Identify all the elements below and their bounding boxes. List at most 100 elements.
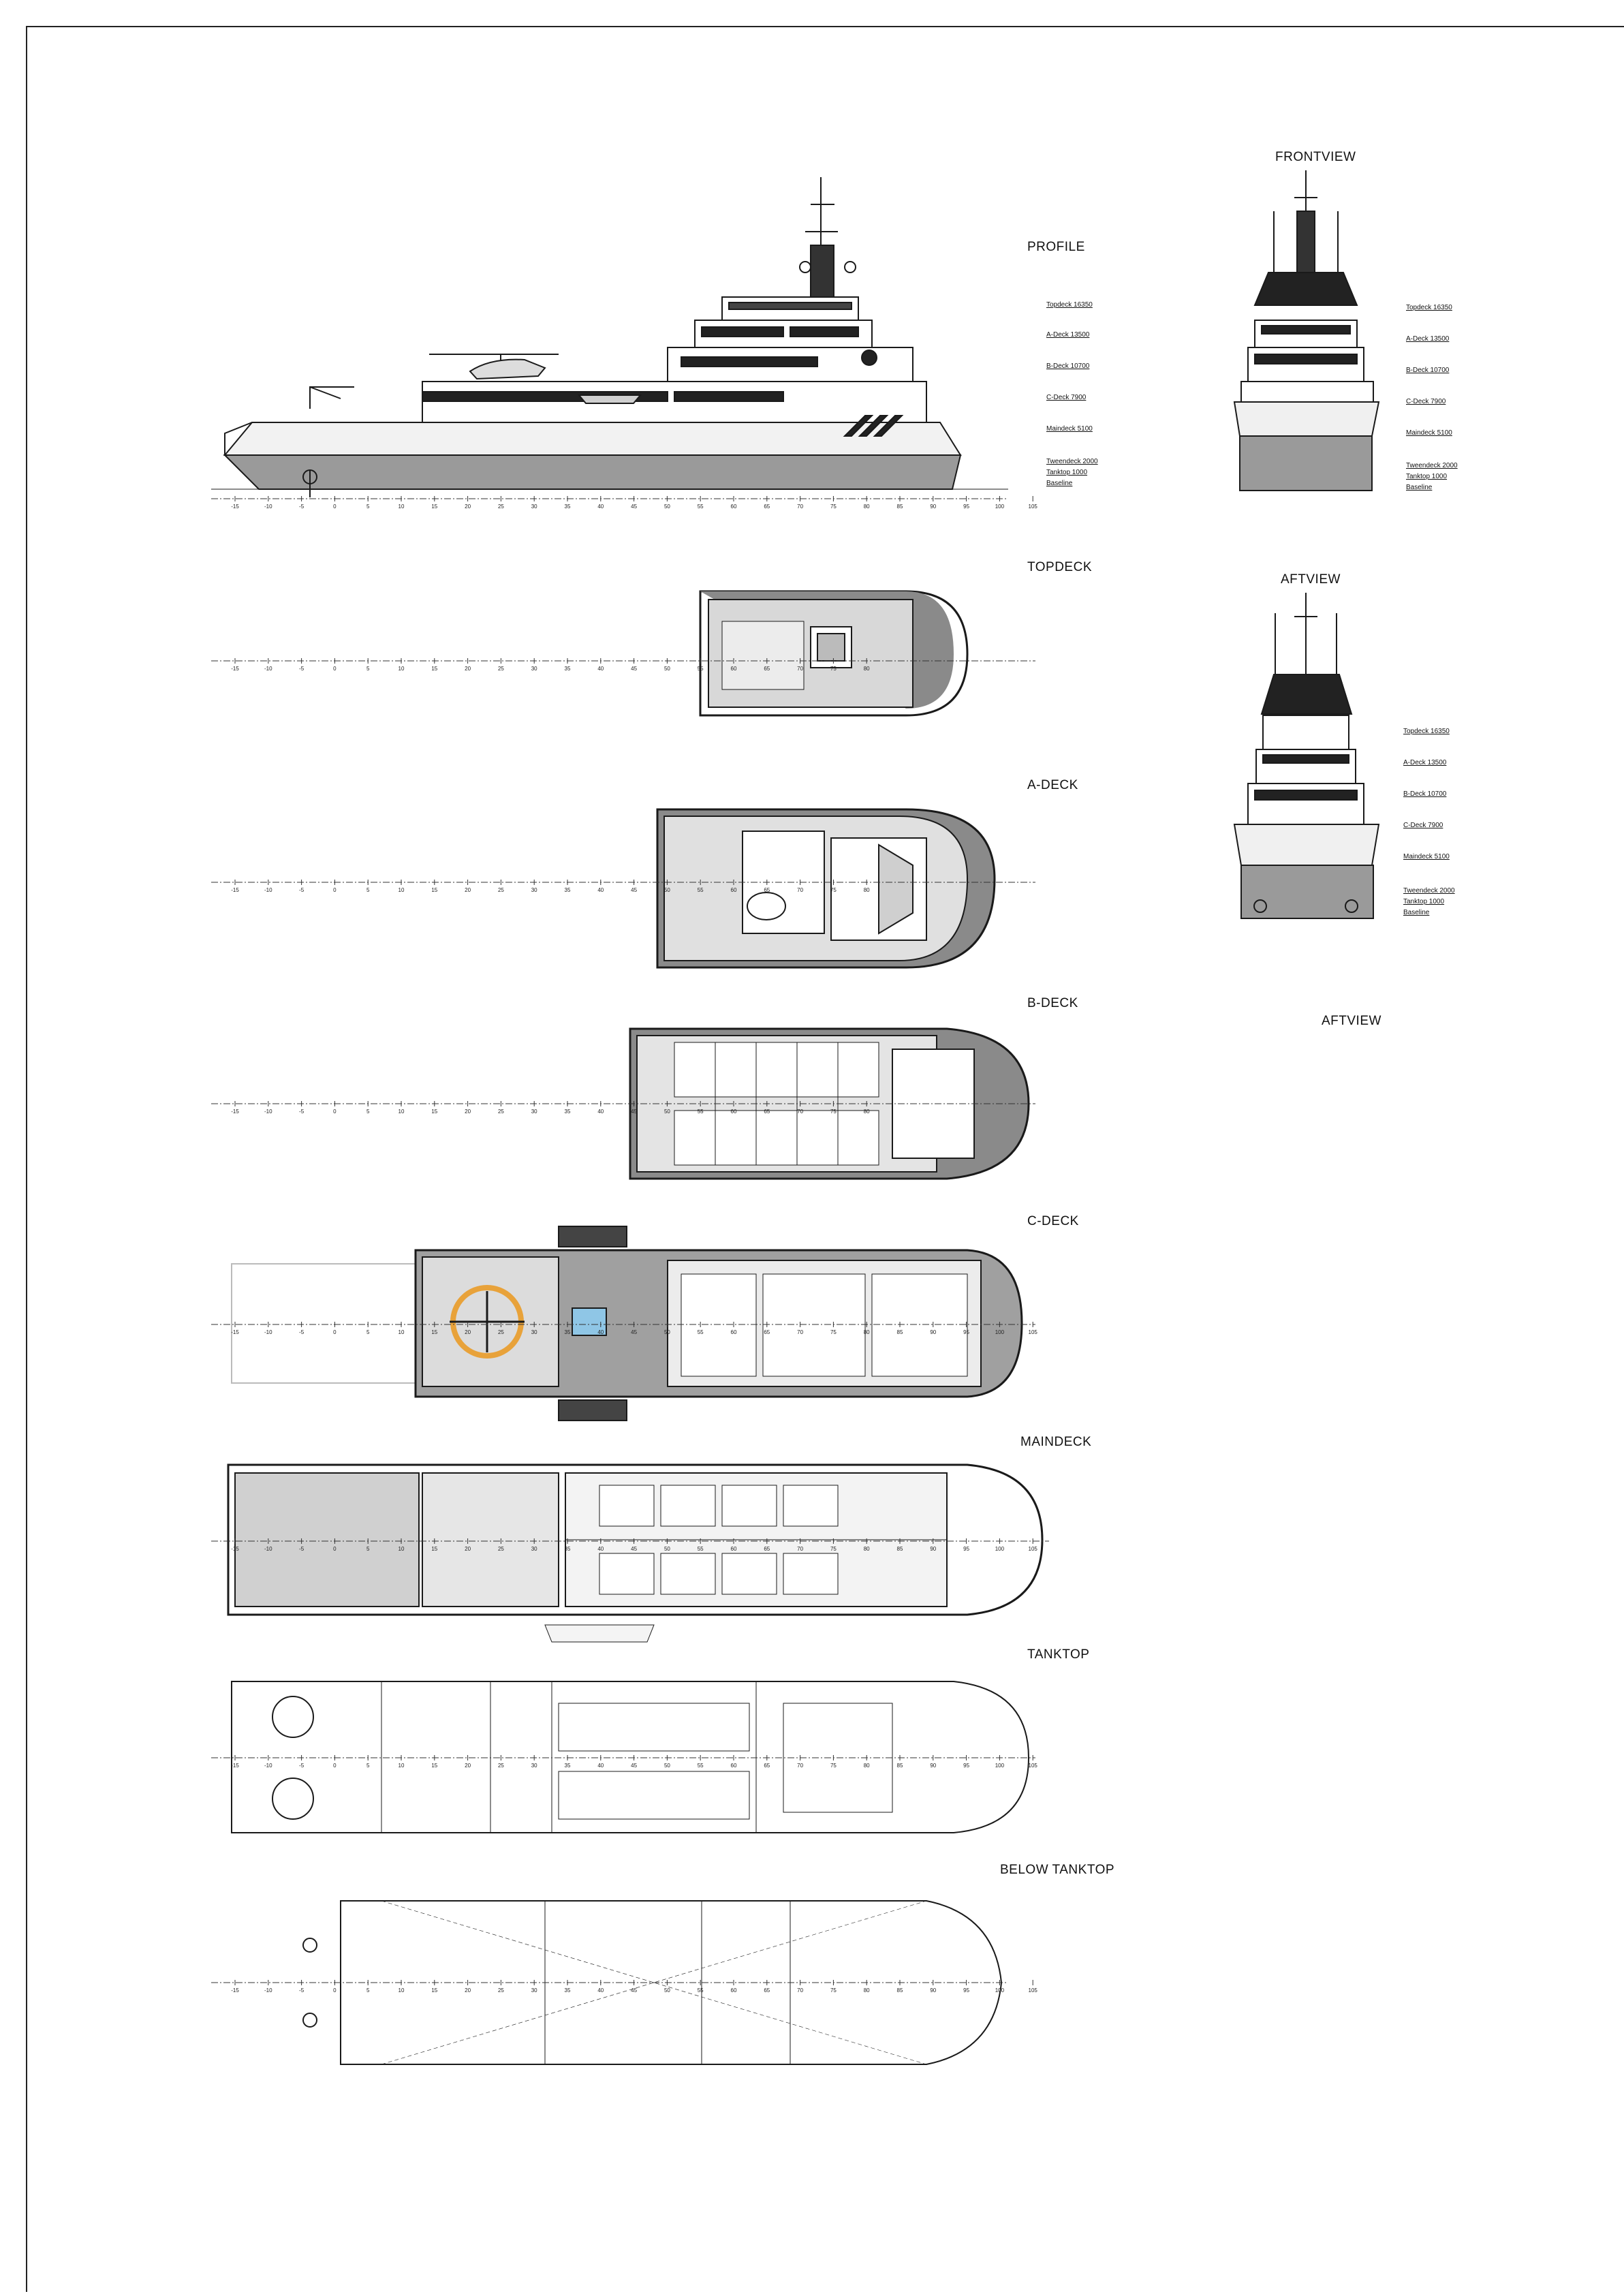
profile-hull-upper: [223, 422, 962, 456]
frame-tick-label: 80: [864, 666, 870, 672]
frame-tick-label: -10: [264, 1987, 272, 1994]
frame-tick-label: 55: [698, 503, 704, 510]
aftview-level-label: B-Deck 10700: [1403, 790, 1447, 798]
bdeck-title: B-DECK: [1027, 996, 1078, 1010]
frame-tick-label: 30: [531, 1108, 537, 1115]
profile-level-label: Tweendeck 2000: [1046, 458, 1098, 465]
frame-tick-label: 75: [830, 1108, 837, 1115]
frame-tick-label: 50: [664, 1763, 670, 1769]
frame-tick-label: 10: [399, 503, 405, 510]
frame-tick-label: 85: [897, 1987, 903, 1994]
frame-tick-label: 35: [565, 887, 571, 893]
frame-tick-label: 50: [664, 1329, 670, 1335]
frame-tick-label: 85: [897, 1329, 903, 1335]
frame-tick-label: 40: [597, 1987, 604, 1994]
frame-tick-label: 0: [333, 887, 337, 893]
frame-tick-label: 15: [431, 503, 437, 510]
frame-tick-label: -5: [299, 887, 304, 893]
frame-tick-label: 65: [764, 666, 770, 672]
frame-tick-label: 80: [864, 1546, 870, 1552]
frame-tick-label: 45: [631, 1763, 637, 1769]
frame-tick-label: 55: [698, 1329, 704, 1335]
profile-level-label: Baseline: [1046, 480, 1073, 487]
frame-tick-label: -10: [264, 887, 272, 893]
aftview-label: AFTVIEW: [1322, 1014, 1381, 1028]
frame-tick-label: 0: [333, 1108, 337, 1115]
frame-tick-label: -5: [299, 666, 304, 672]
frame-tick-label: 40: [597, 1546, 604, 1552]
frame-tick-label: 50: [664, 503, 670, 510]
cdeck-helicopter: [450, 1291, 525, 1352]
frame-tick-label: 60: [731, 1546, 737, 1552]
frame-tick-label: 15: [431, 1987, 437, 1994]
frame-tick-label: 70: [797, 1329, 803, 1335]
frame-tick-label: 20: [465, 1546, 471, 1552]
cdeck-title: C-DECK: [1027, 1214, 1079, 1228]
frame-tick-label: 85: [897, 1763, 903, 1769]
aftview-level-label: Tweendeck 2000: [1403, 887, 1455, 895]
profile-level-label: A-Deck 13500: [1046, 331, 1090, 339]
frame-tick-label: 45: [631, 1108, 637, 1115]
frontview-level-label: Topdeck 16350: [1406, 304, 1452, 311]
frame-tick-label: 105: [1029, 1987, 1038, 1994]
frontview-level-label: Baseline: [1406, 484, 1433, 491]
frame-tick-label: 5: [366, 1329, 370, 1335]
frame-tick-label: 25: [498, 1108, 504, 1115]
frame-tick-label: 20: [465, 1329, 471, 1335]
frame-tick-label: 80: [864, 1329, 870, 1335]
frame-tick-label: 10: [399, 1108, 405, 1115]
frame-tick-label: 50: [664, 887, 670, 893]
frame-tick-label: 60: [731, 666, 737, 672]
frame-tick-label: 105: [1029, 1546, 1038, 1552]
frame-tick-label: 5: [366, 666, 370, 672]
cdeck-plan: [231, 1226, 1023, 1421]
frame-tick-label: 100: [995, 1329, 1005, 1335]
frame-tick-label: -5: [299, 1763, 304, 1769]
frame-tick-label: 60: [731, 1987, 737, 1994]
frame-tick-label: 5: [366, 1987, 370, 1994]
frame-tick-label: 25: [498, 887, 504, 893]
frame-tick-label: -10: [264, 1763, 272, 1769]
profile-level-label: B-Deck 10700: [1046, 362, 1090, 370]
frame-tick-label: 105: [1029, 503, 1038, 510]
frame-tick-label: 75: [830, 887, 837, 893]
frame-tick-label: 100: [995, 503, 1005, 510]
frame-tick-label: 45: [631, 1329, 637, 1335]
frame-tick-label: 25: [498, 1987, 504, 1994]
aftview-level-label: A-Deck 13500: [1403, 759, 1447, 766]
frame-tick-label: 60: [731, 887, 737, 893]
frame-tick-label: 10: [399, 1987, 405, 1994]
frame-tick-label: -15: [231, 1763, 239, 1769]
frame-tick-label: 45: [631, 666, 637, 672]
profile-level-label: Topdeck 16350: [1046, 301, 1093, 309]
frame-tick-label: 15: [431, 1763, 437, 1769]
frame-tick-label: 75: [830, 1329, 837, 1335]
frame-tick-label: 15: [431, 1329, 437, 1335]
frame-tick-label: 30: [531, 503, 537, 510]
frontview-level-label: B-Deck 10700: [1406, 367, 1450, 374]
maindeck-title: MAINDECK: [1020, 1435, 1092, 1449]
frame-tick-label: 45: [631, 1987, 637, 1994]
aftview-hull-lower: [1240, 865, 1374, 919]
frame-tick-label: 60: [731, 503, 737, 510]
frame-tick-label: 85: [897, 503, 903, 510]
frame-tick-label: 35: [565, 1108, 571, 1115]
frame-tick-label: 30: [531, 1987, 537, 1994]
frame-tick-label: 40: [597, 887, 604, 893]
frame-tick-label: -5: [299, 1329, 304, 1335]
frame-tick-label: 30: [531, 887, 537, 893]
aftview-level-label: Baseline: [1403, 909, 1430, 916]
frame-tick-label: 75: [830, 1987, 837, 1994]
frame-tick-label: 65: [764, 1546, 770, 1552]
maindeck-plan: [227, 1463, 1044, 1643]
frontview-level-label: Maindeck 5100: [1406, 429, 1452, 437]
frame-tick-label: 80: [864, 1108, 870, 1115]
frame-tick-label: 15: [431, 1108, 437, 1115]
profile-title: PROFILE: [1027, 240, 1085, 254]
frame-tick-label: -10: [264, 503, 272, 510]
frame-tick-label: 65: [764, 1108, 770, 1115]
frame-tick-label: 5: [366, 1763, 370, 1769]
frame-tick-label: 90: [930, 1987, 936, 1994]
aftview-level-label: Topdeck 16350: [1403, 728, 1450, 735]
